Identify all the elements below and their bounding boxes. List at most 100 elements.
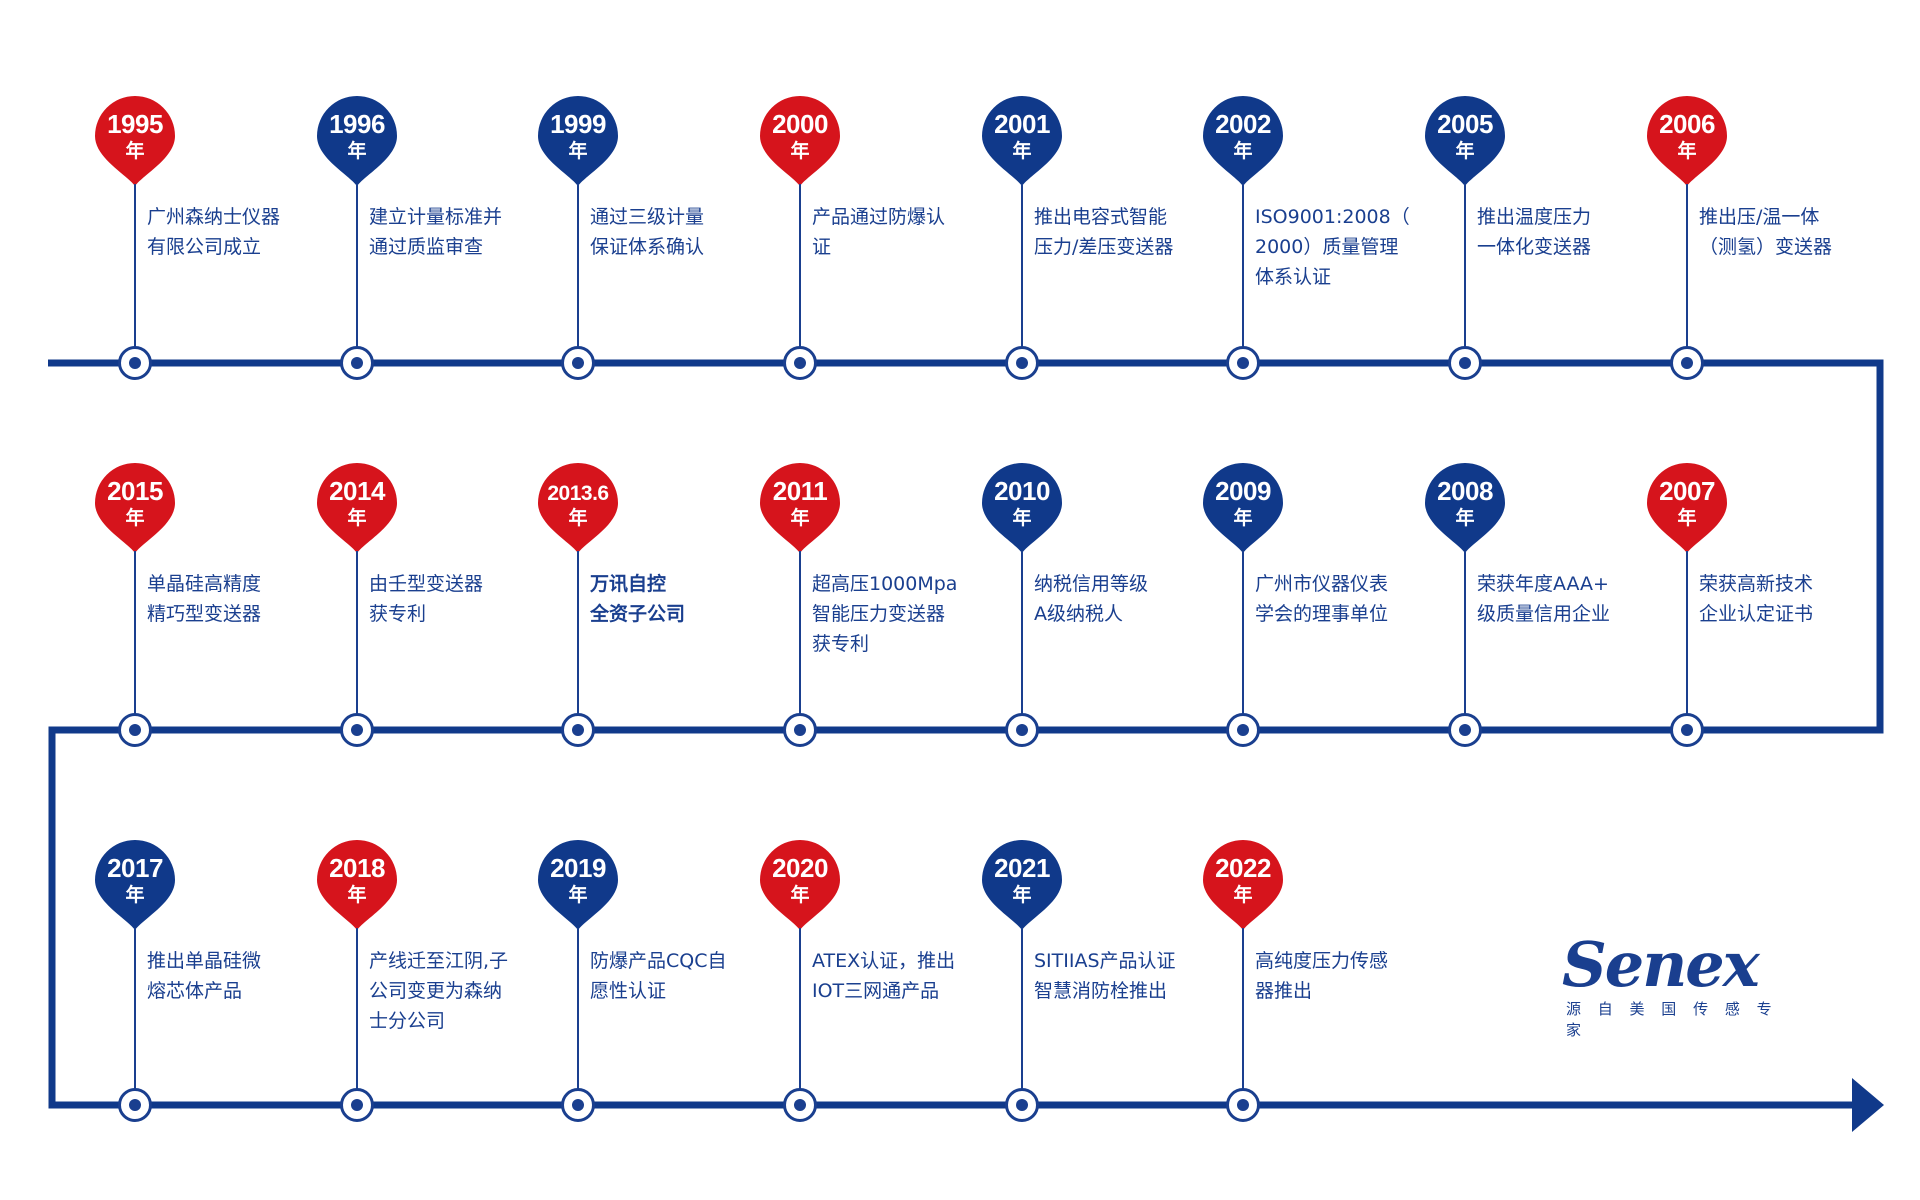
milestone-year-unit: 年 bbox=[347, 140, 367, 162]
milestone-stem bbox=[1021, 184, 1023, 363]
milestone-stem bbox=[577, 551, 579, 730]
milestone-year: 2008 bbox=[1437, 476, 1493, 506]
timeline-node bbox=[1670, 713, 1704, 747]
milestone-year-unit: 年 bbox=[1455, 507, 1475, 529]
milestone-description-line: 企业认定证书 bbox=[1699, 603, 1814, 625]
milestone-description: 推出压/温一体（测氢）变送器 bbox=[1699, 202, 1899, 262]
milestone-description-line: 推出单晶硅微 bbox=[147, 950, 262, 972]
milestone-stem bbox=[1242, 184, 1244, 363]
milestone-description-line: 器推出 bbox=[1255, 980, 1313, 1002]
pin-marker-shape bbox=[1425, 463, 1505, 553]
milestone-stem bbox=[577, 184, 579, 363]
milestone-description-line: 证 bbox=[812, 236, 832, 258]
milestone-description-line: 智能压力变送器 bbox=[812, 603, 946, 625]
milestone-year-unit: 年 bbox=[568, 140, 588, 162]
timeline-node bbox=[1005, 713, 1039, 747]
milestone-description: 荣获高新技术企业认定证书 bbox=[1699, 569, 1899, 629]
milestone-stem bbox=[1021, 928, 1023, 1105]
milestone-stem bbox=[134, 551, 136, 730]
milestone-description-line: 超高压1000Mpa bbox=[812, 573, 958, 595]
milestone-year: 1999 bbox=[550, 109, 606, 139]
milestone-year: 2007 bbox=[1659, 476, 1715, 506]
milestone-year-unit: 年 bbox=[790, 140, 810, 162]
milestone-description-line: ATEX认证，推出 bbox=[812, 950, 956, 972]
milestone-year-unit: 年 bbox=[790, 507, 810, 529]
milestone-year: 2022 bbox=[1215, 853, 1271, 883]
milestone-description: 推出温度压力一体化变送器 bbox=[1477, 202, 1677, 262]
milestone-year-unit: 年 bbox=[790, 884, 810, 906]
milestone-description-line: 获专利 bbox=[812, 633, 870, 655]
milestone-stem bbox=[134, 184, 136, 363]
milestone-description: 防爆产品CQC自愿性认证 bbox=[590, 946, 790, 1006]
milestone-stem bbox=[1242, 551, 1244, 730]
milestone-year: 2013.6 bbox=[547, 482, 609, 505]
milestone-description-line: 愿性认证 bbox=[590, 980, 667, 1002]
milestone-year: 2009 bbox=[1215, 476, 1271, 506]
milestone-description-line: （测氢）变送器 bbox=[1699, 236, 1833, 258]
milestone-year: 1995 bbox=[107, 109, 163, 139]
milestone-description-line: 获专利 bbox=[369, 603, 427, 625]
milestone-description-line: 压力/差压变送器 bbox=[1034, 236, 1174, 258]
milestone-year-unit: 年 bbox=[347, 884, 367, 906]
milestone-description-line: 熔芯体产品 bbox=[147, 980, 243, 1002]
milestone-year-unit: 年 bbox=[1455, 140, 1475, 162]
timeline-node bbox=[561, 1088, 595, 1122]
pin-marker-shape bbox=[95, 96, 175, 186]
milestone-stem bbox=[1242, 928, 1244, 1105]
milestone-year: 2017 bbox=[107, 853, 163, 883]
milestone-description-line: 由壬型变送器 bbox=[369, 573, 484, 595]
timeline-node bbox=[118, 346, 152, 380]
timeline-node bbox=[340, 346, 374, 380]
timeline-node bbox=[783, 346, 817, 380]
milestone-description-line: 公司变更为森纳 bbox=[369, 980, 503, 1002]
milestone-stem bbox=[1021, 551, 1023, 730]
milestone-year: 2006 bbox=[1659, 109, 1715, 139]
milestone-year-unit: 年 bbox=[568, 884, 588, 906]
pin-marker-shape bbox=[1647, 96, 1727, 186]
timeline-node bbox=[783, 713, 817, 747]
timeline-node bbox=[118, 1088, 152, 1122]
milestone-year-unit: 年 bbox=[125, 140, 145, 162]
timeline-node bbox=[1226, 346, 1260, 380]
milestone-description-line: 学会的理事单位 bbox=[1255, 603, 1389, 625]
milestone-description: 建立计量标准并通过质监审查 bbox=[369, 202, 569, 262]
milestone-year: 2010 bbox=[994, 476, 1050, 506]
milestone-year-unit: 年 bbox=[1012, 140, 1032, 162]
milestone-description-line: 精巧型变送器 bbox=[147, 603, 262, 625]
milestone-year: 2019 bbox=[550, 853, 606, 883]
milestone-description: 高纯度压力传感器推出 bbox=[1255, 946, 1455, 1006]
milestone-description-line: 2000）质量管理 bbox=[1255, 236, 1399, 258]
milestone-stem bbox=[356, 551, 358, 730]
timeline-node bbox=[340, 713, 374, 747]
milestone-description-line: 荣获高新技术 bbox=[1699, 573, 1814, 595]
milestone-stem bbox=[799, 551, 801, 730]
milestone-description: ISO9001:2008（2000）质量管理体系认证 bbox=[1255, 202, 1455, 292]
pin-marker-shape bbox=[982, 840, 1062, 930]
milestone-year: 1996 bbox=[329, 109, 385, 139]
senex-logo: Senex 源 自 美 国 传 感 专 家 bbox=[1562, 934, 1782, 1040]
timeline-node bbox=[561, 346, 595, 380]
milestone-description-line: 全资子公司 bbox=[590, 603, 686, 625]
pin-marker-shape bbox=[982, 463, 1062, 553]
milestone-stem bbox=[577, 928, 579, 1105]
timeline-node bbox=[783, 1088, 817, 1122]
milestone-description-line: 建立计量标准并 bbox=[369, 206, 503, 228]
milestone-description: 荣获年度AAA+级质量信用企业 bbox=[1477, 569, 1677, 629]
milestone-description-line: 士分公司 bbox=[369, 1010, 446, 1032]
pin-marker-shape bbox=[1647, 463, 1727, 553]
milestone-stem bbox=[1686, 184, 1688, 363]
milestone-description-line: 通过三级计量 bbox=[590, 206, 705, 228]
